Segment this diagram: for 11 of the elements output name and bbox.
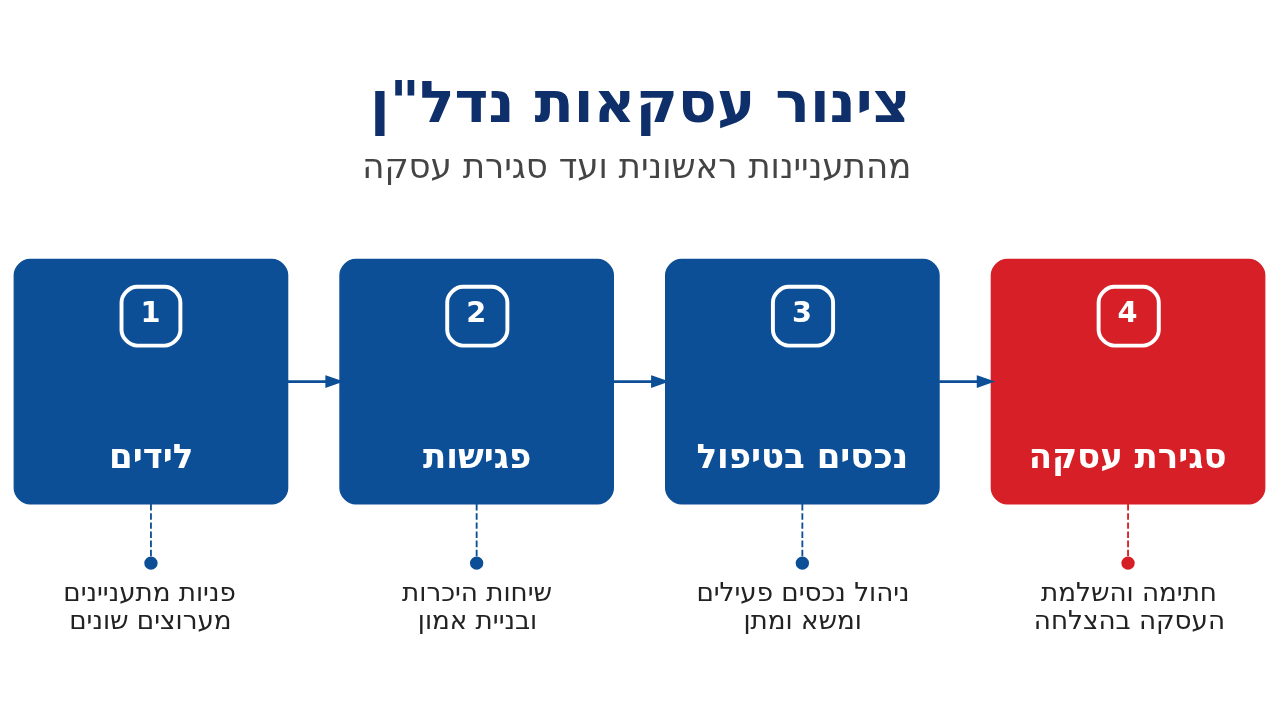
connector	[1121, 503, 1135, 570]
node-text: שיחות היכרות ובניית אמון	[402, 576, 553, 636]
label: מהתעניינות ראשונית ועד סגירת עסקה	[362, 145, 912, 186]
node-text: ניהול נכסים פעילים ומשא ומתן	[696, 576, 910, 636]
connector	[144, 503, 158, 570]
node-text: חתימה והשלמת העסקה בהצלחה	[1033, 576, 1226, 636]
node-text: פניות מתעניינים מערוצים שונים	[63, 576, 236, 636]
connector	[795, 503, 810, 570]
arrow	[939, 375, 996, 388]
connector	[469, 503, 484, 570]
diagram-title: צינור עסקאות נדל"ן	[370, 69, 911, 137]
